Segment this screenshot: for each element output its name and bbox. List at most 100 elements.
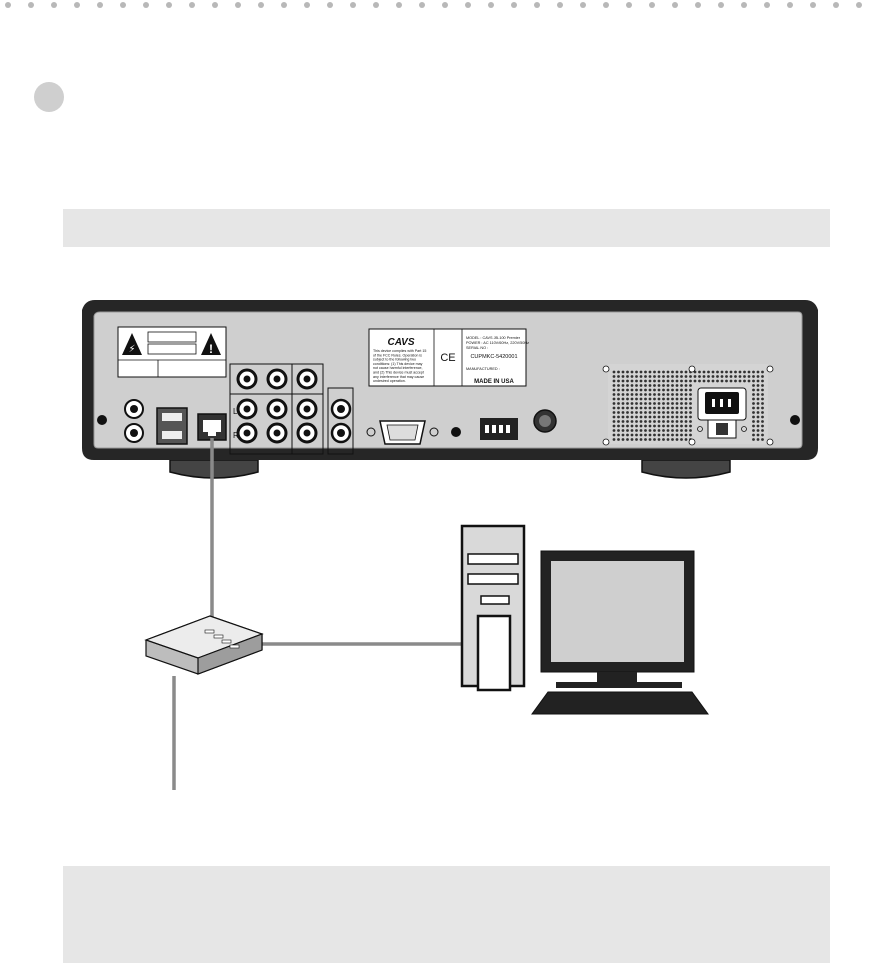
grille-hole <box>644 393 647 396</box>
grille-hole <box>626 388 629 392</box>
grille-hole <box>644 420 647 423</box>
divider-dot <box>281 2 287 8</box>
divider-dot <box>557 2 563 8</box>
grille-hole <box>761 420 764 423</box>
grille-hole <box>756 429 760 432</box>
grille-hole <box>689 429 692 432</box>
grille-hole <box>761 429 764 432</box>
grille-hole <box>684 424 688 428</box>
grille-hole <box>734 375 737 378</box>
divider-dot <box>580 2 586 8</box>
divider-dot <box>5 2 11 8</box>
warning-label: ⚡ ! <box>117 326 227 378</box>
grille-hole <box>684 370 688 374</box>
grille-hole <box>675 384 679 387</box>
grille-hole <box>671 424 674 428</box>
grille-hole <box>666 415 670 419</box>
grille-hole <box>626 393 629 396</box>
grille-hole <box>698 370 701 374</box>
grille-hole <box>752 379 755 383</box>
grille-hole <box>671 433 674 437</box>
grille-hole <box>689 415 692 419</box>
rca-jack-center <box>273 429 281 437</box>
grille-hole <box>756 415 760 419</box>
grille-hole <box>657 411 661 414</box>
divider-dot <box>166 2 172 8</box>
grille-hole <box>684 375 688 378</box>
grille-hole <box>626 406 629 410</box>
grille-hole <box>747 375 751 378</box>
grille-hole <box>761 375 764 378</box>
rca-jack-center <box>303 405 311 413</box>
grille-hole <box>671 379 674 383</box>
grille-hole <box>671 406 674 410</box>
grille-hole <box>752 370 755 374</box>
mini-jack <box>451 427 461 437</box>
grille-hole <box>671 393 674 396</box>
grille-hole <box>630 411 634 414</box>
compliance-text-line: any interference that may cause <box>373 375 424 379</box>
grille-hole <box>761 402 764 405</box>
grille-hole <box>621 424 625 428</box>
grille-hole <box>630 415 634 419</box>
grille-hole <box>684 433 688 437</box>
grille-hole <box>675 370 679 374</box>
grille-hole <box>648 379 652 383</box>
grille-hole <box>653 438 656 441</box>
grille-hole <box>662 406 665 410</box>
divider-dot <box>396 2 402 8</box>
rca-jack-center <box>273 405 281 413</box>
divider-dot <box>810 2 816 8</box>
compliance-text-line: undesired operation. <box>373 379 406 383</box>
grille-hole <box>662 388 665 392</box>
divider-dot <box>603 2 609 8</box>
grille-hole <box>662 393 665 396</box>
divider-dot <box>764 2 770 8</box>
grille-hole <box>662 415 665 419</box>
grille-hole <box>675 406 679 410</box>
grille-hole <box>743 379 746 383</box>
grille-hole <box>689 424 692 428</box>
grille-hole <box>644 424 647 428</box>
grille-hole <box>635 375 638 378</box>
grille-hole <box>635 402 638 405</box>
grille-hole <box>612 420 616 423</box>
grille-hole <box>621 402 625 405</box>
grille-hole <box>617 424 620 428</box>
grille-hole <box>648 429 652 432</box>
s-video-ports <box>327 387 354 455</box>
grille-hole <box>662 438 665 441</box>
vga-port <box>366 420 439 445</box>
grille-hole <box>711 379 715 383</box>
svg-text:!: ! <box>209 342 213 356</box>
grille-hole <box>657 429 661 432</box>
grille-hole <box>639 379 643 383</box>
grille-hole <box>671 370 674 374</box>
divider-dot <box>304 2 310 8</box>
divider-dot <box>465 2 471 8</box>
grille-hole <box>648 397 652 401</box>
grille-hole <box>653 379 656 383</box>
grille-hole <box>630 384 634 387</box>
grille-hole <box>626 370 629 374</box>
divider-dot <box>120 2 126 8</box>
grille-hole <box>626 375 629 378</box>
grille-hole <box>662 402 665 405</box>
grille-hole <box>756 433 760 437</box>
grille-hole <box>738 370 742 374</box>
grille-hole <box>761 438 764 441</box>
lan-port <box>197 413 227 441</box>
grille-hole <box>612 429 616 432</box>
grille-hole <box>621 379 625 383</box>
grille-hole <box>644 384 647 387</box>
grille-hole <box>653 370 656 374</box>
grille-hole <box>626 415 629 419</box>
grille-hole <box>612 406 616 410</box>
grille-hole <box>666 402 670 405</box>
grille-hole <box>707 370 710 374</box>
grille-hole <box>639 388 643 392</box>
grille-hole <box>662 375 665 378</box>
grille-hole <box>653 433 656 437</box>
grille-hole <box>617 415 620 419</box>
heading-bar <box>63 209 830 247</box>
